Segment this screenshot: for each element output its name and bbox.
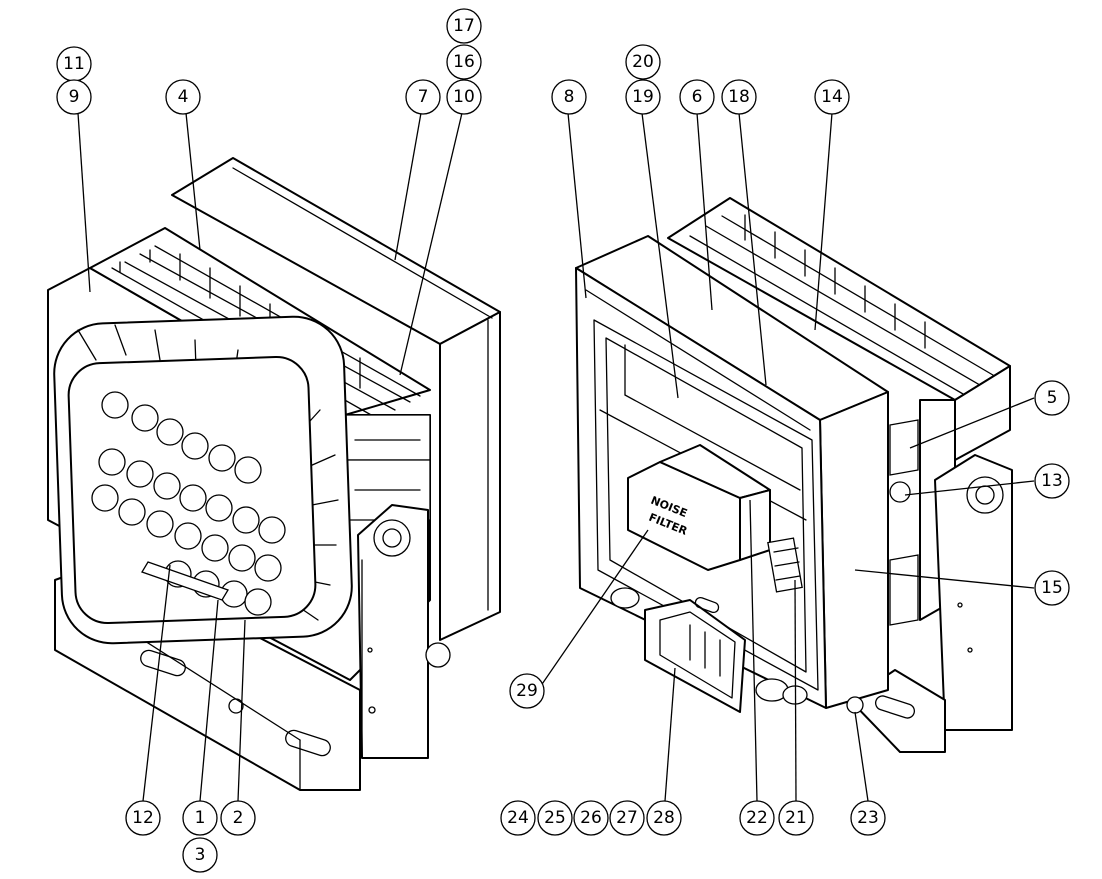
callout-10: 10 xyxy=(446,79,482,115)
left-fixture-front-view xyxy=(47,157,501,791)
right-fixture-rear-view: NOISE FILTER xyxy=(575,197,1013,753)
callout-2: 2 xyxy=(220,800,256,836)
svg-text:10: 10 xyxy=(453,87,475,107)
svg-text:24: 24 xyxy=(507,808,529,828)
svg-text:11: 11 xyxy=(63,54,85,74)
svg-text:19: 19 xyxy=(632,87,654,107)
callout-29: 29 xyxy=(509,673,545,709)
callout-25: 25 xyxy=(537,800,573,836)
callout-14: 14 xyxy=(814,79,850,115)
callout-17: 17 xyxy=(446,8,482,44)
svg-text:26: 26 xyxy=(580,808,602,828)
svg-text:12: 12 xyxy=(132,808,154,828)
callout-13: 13 xyxy=(1034,463,1070,499)
svg-text:23: 23 xyxy=(857,808,879,828)
callout-24: 24 xyxy=(500,800,536,836)
svg-text:25: 25 xyxy=(544,808,566,828)
svg-text:7: 7 xyxy=(418,87,429,107)
callout-21: 21 xyxy=(778,800,814,836)
svg-text:13: 13 xyxy=(1041,471,1063,491)
callout-5: 5 xyxy=(1034,380,1070,416)
svg-text:20: 20 xyxy=(632,52,654,72)
callout-1: 1 xyxy=(182,800,218,836)
callout-8: 8 xyxy=(551,79,587,115)
svg-text:15: 15 xyxy=(1041,578,1063,598)
svg-text:9: 9 xyxy=(69,87,80,107)
callout-6: 6 xyxy=(679,79,715,115)
svg-text:3: 3 xyxy=(195,845,206,865)
callout-4: 4 xyxy=(165,79,201,115)
callout-18: 18 xyxy=(721,79,757,115)
callout-19: 19 xyxy=(625,79,661,115)
led-lens-array xyxy=(91,391,286,616)
callout-9: 9 xyxy=(56,79,92,115)
svg-text:8: 8 xyxy=(564,87,575,107)
callout-26: 26 xyxy=(573,800,609,836)
svg-text:6: 6 xyxy=(692,87,703,107)
svg-text:27: 27 xyxy=(616,808,638,828)
svg-text:4: 4 xyxy=(178,87,189,107)
callout-11: 11 xyxy=(56,46,92,82)
svg-text:18: 18 xyxy=(728,87,750,107)
callout-3: 3 xyxy=(182,837,218,873)
callout-27: 27 xyxy=(609,800,645,836)
svg-text:17: 17 xyxy=(453,16,475,36)
callout-20: 20 xyxy=(625,44,661,80)
svg-text:2: 2 xyxy=(233,808,244,828)
svg-text:14: 14 xyxy=(821,87,843,107)
svg-text:5: 5 xyxy=(1047,388,1058,408)
callout-16: 16 xyxy=(446,44,482,80)
leader-lines xyxy=(77,112,1035,802)
callout-7: 7 xyxy=(405,79,441,115)
callout-28: 28 xyxy=(646,800,682,836)
svg-text:22: 22 xyxy=(746,808,768,828)
svg-text:28: 28 xyxy=(653,808,675,828)
callout-balloons: 11 9 4 17 16 10 7 20 8 19 6 18 14 5 13 1… xyxy=(56,8,1070,873)
svg-text:1: 1 xyxy=(195,808,206,828)
callout-22: 22 xyxy=(739,800,775,836)
callout-12: 12 xyxy=(125,800,161,836)
callout-23: 23 xyxy=(850,800,886,836)
svg-text:29: 29 xyxy=(516,681,538,701)
svg-text:21: 21 xyxy=(785,808,807,828)
svg-text:16: 16 xyxy=(453,52,475,72)
callout-15: 15 xyxy=(1034,570,1070,606)
